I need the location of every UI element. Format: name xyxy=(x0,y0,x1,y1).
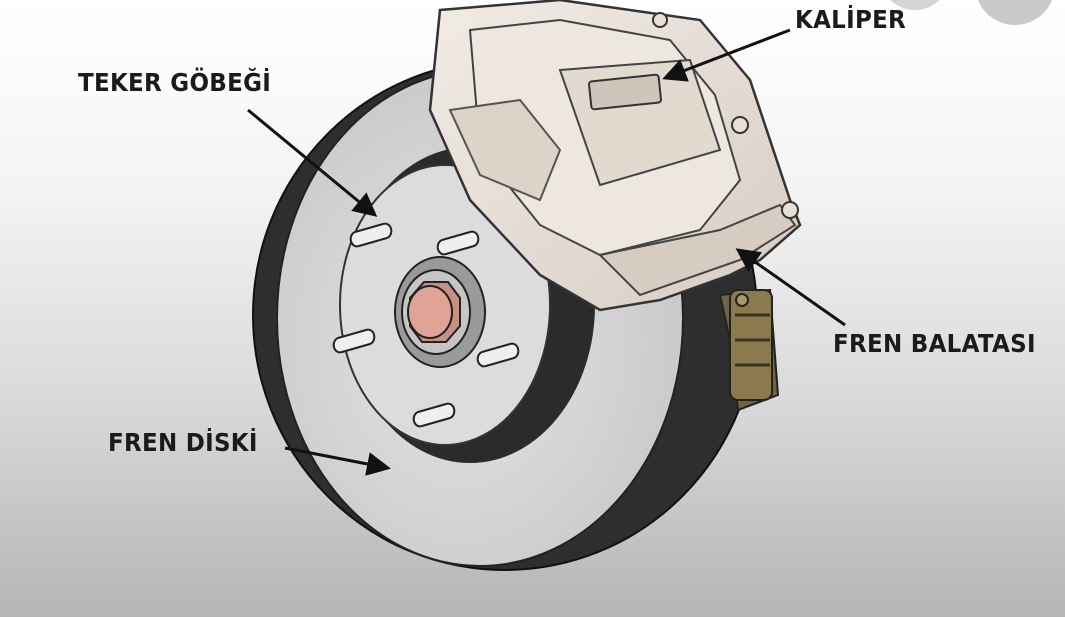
label-wheel-hub: TEKER GÖBEĞİ xyxy=(78,68,272,97)
arrow-fren-balatasi xyxy=(735,248,846,327)
arrow-teker-gobegi xyxy=(247,108,378,217)
lug-stud xyxy=(436,230,480,256)
hub-nut xyxy=(407,281,461,343)
brake-pad xyxy=(718,288,780,412)
arrow-fren-diski xyxy=(284,446,391,476)
lug-stud xyxy=(332,328,376,354)
corner-circle xyxy=(880,0,950,10)
lug-stud xyxy=(349,222,393,248)
leader-arrows xyxy=(247,28,846,476)
lug-stud xyxy=(412,402,456,428)
caliper-window xyxy=(588,73,662,111)
lug-studs xyxy=(332,222,520,428)
label-brake-pad: FREN BALATASI xyxy=(833,329,1036,358)
arrow-kaliper xyxy=(662,28,791,82)
lug-stud xyxy=(476,342,520,368)
label-brake-disc: FREN DİSKİ xyxy=(108,428,258,457)
label-caliper: KALİPER xyxy=(795,5,907,34)
